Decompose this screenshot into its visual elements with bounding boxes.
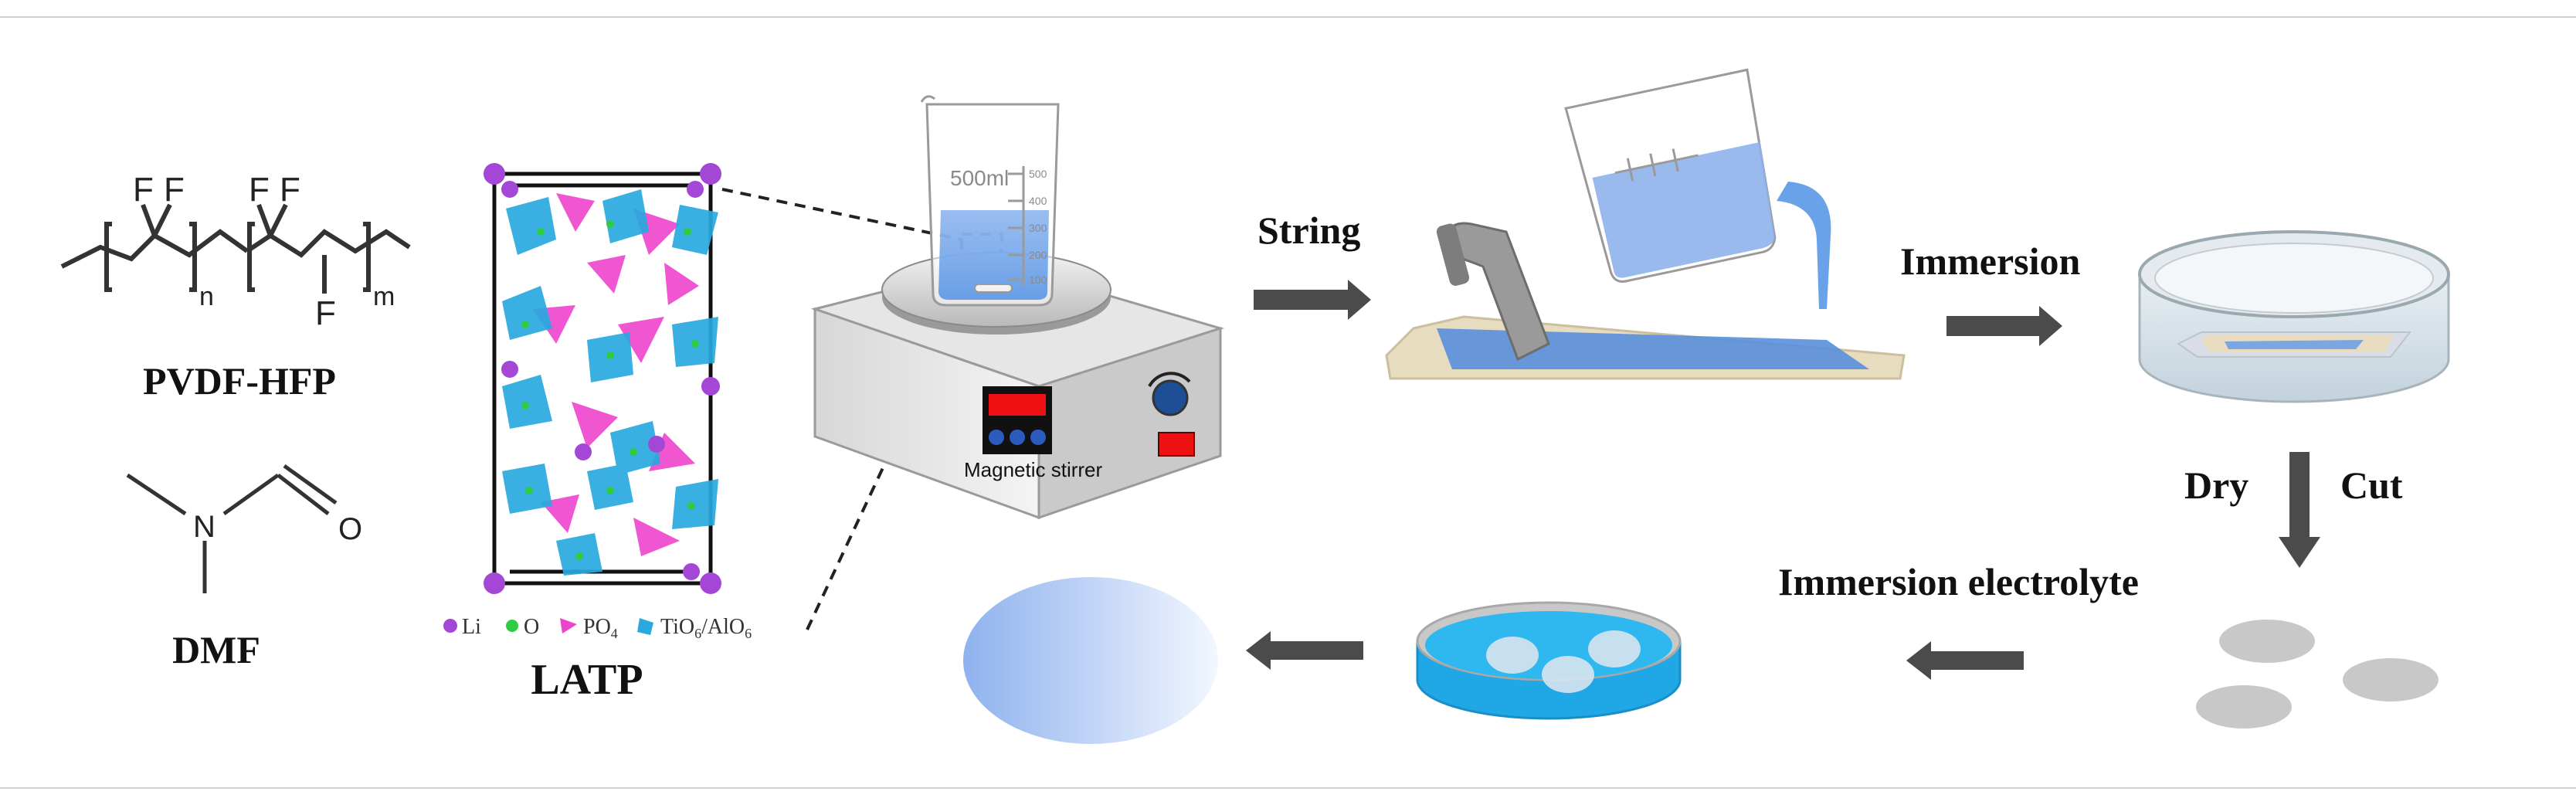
- latp-crystal: [484, 163, 721, 594]
- pvdf-hfp-structure: [60, 203, 411, 294]
- step-cut-label: Cut: [2340, 464, 2403, 507]
- dmf-atom-o: O: [338, 512, 362, 546]
- final-membrane-disc: [963, 577, 1218, 744]
- process-arrows: [1246, 280, 2320, 680]
- soaked-disc-3: [1588, 630, 1641, 667]
- beaker-volume-label: 500ml: [950, 166, 1009, 190]
- latp-label: LATP: [531, 656, 643, 704]
- cut-disc-3: [2196, 685, 2292, 729]
- arrow-immersion-electrolyte: [1906, 641, 2024, 680]
- cut-disc-1: [2219, 620, 2315, 663]
- cut-disc-2: [2343, 658, 2439, 701]
- pvdf-hfp-label: PVDF-HFP: [143, 359, 336, 402]
- legend-tio6-label: TiO6/AlO6: [660, 615, 752, 641]
- step-string-label: String: [1257, 209, 1360, 252]
- legend-li-label: Li: [462, 615, 481, 639]
- pvdf-atom-f1: F: [133, 171, 154, 209]
- legend-o-label: O: [524, 615, 539, 639]
- stirrer-knob: [1152, 379, 1189, 416]
- pvdf-atom-f5: F: [315, 294, 336, 332]
- pvdf-subscript-n: n: [199, 282, 214, 311]
- electrolyte-dish: [1416, 601, 1682, 720]
- casting-station: [1385, 222, 1906, 380]
- pvdf-atom-f3: F: [249, 171, 270, 209]
- step-immersion-electrolyte-label: Immersion electrolyte: [1778, 560, 2139, 603]
- legend-po4-label: PO4: [583, 615, 618, 641]
- beaker-scale-100: 100: [1029, 273, 1047, 286]
- stirrer-label: Magnetic stirrer: [964, 458, 1102, 481]
- pvdf-subscript-m: m: [373, 282, 395, 311]
- arrow-immersion: [1946, 306, 2062, 346]
- pour-stream: [1777, 182, 1831, 309]
- legend-li-swatch: [443, 619, 457, 633]
- step-immersion-label: Immersion: [1900, 239, 2080, 283]
- pvdf-atom-f2: F: [164, 171, 185, 209]
- beaker: 500ml 500 400 300 200 100: [920, 95, 1060, 307]
- beaker-scale-400: 400: [1029, 195, 1047, 207]
- arrow-dry-cut: [2279, 452, 2320, 568]
- legend-po4-swatch: [560, 618, 577, 633]
- cut-discs: [2196, 620, 2439, 729]
- step-dry-label: Dry: [2184, 464, 2248, 507]
- pvdf-atom-f4: F: [280, 171, 300, 209]
- soaked-disc-1: [1486, 637, 1539, 674]
- stir-bar: [974, 284, 1013, 293]
- beaker-scale-500: 500: [1029, 168, 1047, 180]
- dmf-label: DMF: [172, 628, 260, 671]
- arrow-final: [1246, 631, 1363, 670]
- soaked-disc-2: [1542, 656, 1594, 693]
- latp-legend: Li O PO4 TiO6/AlO6: [443, 615, 752, 641]
- dmf-atom-n: N: [193, 510, 216, 544]
- beaker-scale-300: 300: [1029, 222, 1047, 234]
- pouring-beaker: [1564, 68, 1777, 283]
- immersion-dish: [2138, 230, 2450, 403]
- arrow-string: [1254, 280, 1371, 320]
- beaker-scale-200: 200: [1029, 249, 1047, 261]
- dmf-structure: [126, 464, 338, 593]
- legend-tio6-swatch: [637, 618, 653, 635]
- stirrer-switch: [1158, 432, 1195, 457]
- legend-o-swatch: [506, 620, 518, 632]
